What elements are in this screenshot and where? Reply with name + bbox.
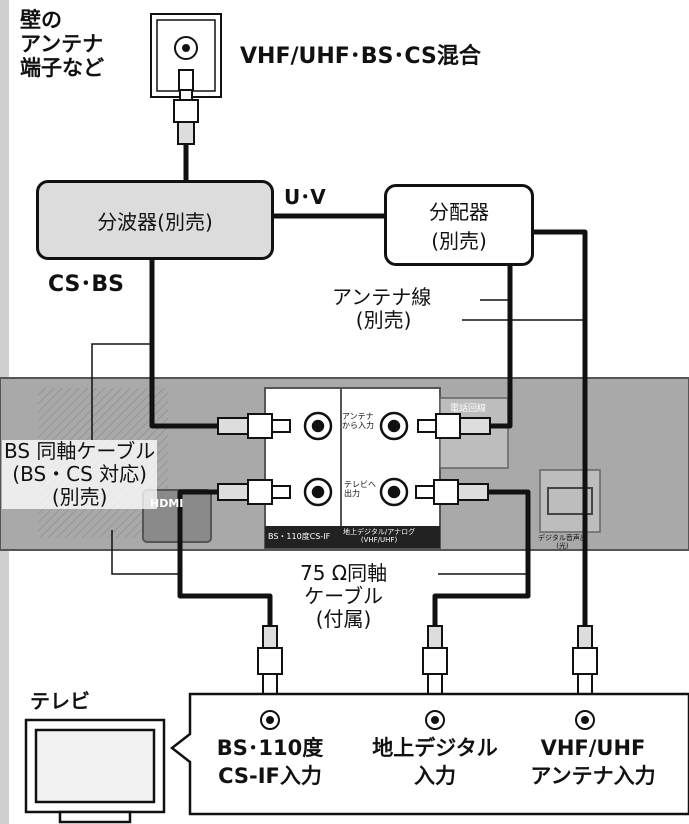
distributor-box: 分配器 (別売) bbox=[384, 184, 534, 266]
tv-plugs bbox=[257, 625, 598, 697]
cables bbox=[149, 137, 588, 629]
wall-outlet-icon bbox=[150, 13, 222, 98]
phone-line-label: 電話回線 bbox=[450, 404, 487, 414]
tv-input-terrestrial: 地上デジタル 入力 bbox=[372, 736, 498, 789]
port-bs-label: BS・110度CS-IF bbox=[268, 532, 331, 541]
recorder-back-panel bbox=[0, 377, 689, 551]
tv-input-bs: BS･110度 CS-IF入力 bbox=[216, 736, 324, 789]
cs-bs-label: CS･BS bbox=[48, 272, 125, 297]
port-terrestrial-label: 地上デジタル/アナログ (VHF/UHF) bbox=[343, 528, 416, 545]
hdmi-label: HDMI bbox=[150, 497, 184, 510]
splitter-label: 分波器(別売) bbox=[97, 209, 213, 234]
bs-cable-label: BS 同軸ケーブル (BS・CS 対応) (別売) bbox=[2, 439, 158, 509]
wall-plug bbox=[173, 89, 199, 145]
tv-input-panel bbox=[169, 692, 689, 816]
antenna-in-label: アンテナ から入力 bbox=[342, 412, 374, 431]
signal-label: VHF/UHF･BS･CS混合 bbox=[240, 44, 481, 69]
tv-label: テレビ bbox=[30, 689, 90, 713]
uv-label: U･V bbox=[284, 185, 326, 209]
tv-input-sockets bbox=[260, 710, 595, 730]
splitter-box: 分波器(別売) bbox=[36, 180, 274, 260]
recorder-plugs bbox=[217, 413, 491, 505]
antenna-wire-label: アンテナ線 (別売) bbox=[332, 285, 432, 332]
digital-audio-label: デジタル音声出 (光) bbox=[538, 534, 587, 551]
recorder-sockets bbox=[303, 411, 409, 507]
tv-out-label: テレビへ 出力 bbox=[344, 480, 376, 499]
television-icon bbox=[24, 718, 166, 824]
tv-input-vhf-uhf: VHF/UHF アンテナ入力 bbox=[530, 736, 656, 789]
coax75-label: 75 Ω同軸 ケーブル (付属) bbox=[300, 561, 388, 631]
wall-outlet-label: 壁の アンテナ 端子など bbox=[20, 8, 104, 81]
